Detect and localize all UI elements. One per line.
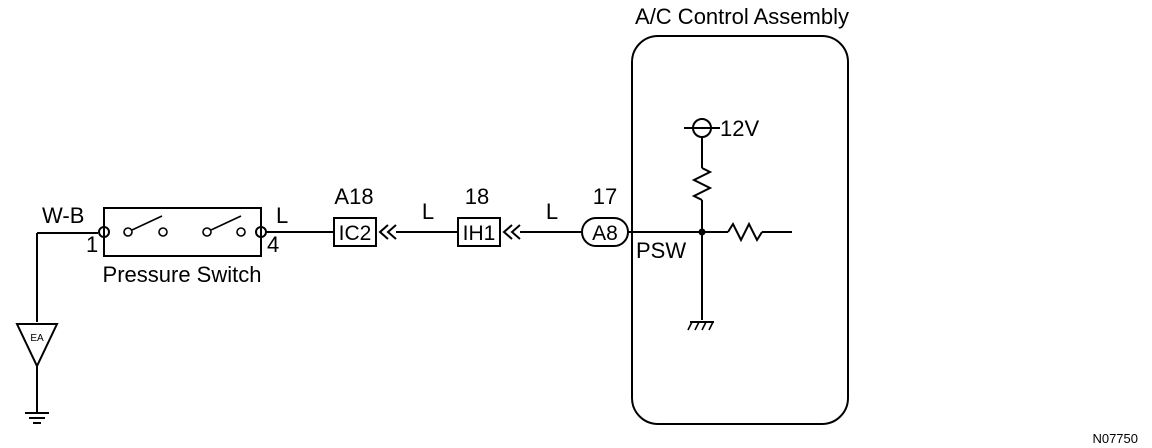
connector-a8-code: A8 [592,222,618,245]
pressure-switch-label: Pressure Switch [103,262,262,287]
connector-chevrons-icon [378,224,397,240]
internal-ground-icon [687,321,714,331]
ac-control-assembly-title: A/C Control Assembly [635,4,849,29]
ea-label: EA [30,333,44,344]
psw-signal-label: PSW [636,238,686,263]
figure-id: N07750 [1092,431,1138,446]
pin-4-label: 4 [267,232,279,257]
power-supply-icon [684,118,720,138]
connector-ih1 [457,217,501,247]
wire-wb-label: W-B [42,203,84,228]
connector-ic2-code: IC2 [339,222,372,245]
pressure-switch [98,207,267,257]
connector-ih1-code: IH1 [463,222,496,245]
connector-a18-pin: A18 [334,184,373,209]
pullup-resistor-icon [691,167,713,201]
ea-ground-point: EA [15,232,98,412]
chassis-ground-icon [25,412,49,424]
horizontal-resistor-icon [727,221,763,243]
connector-18-pin: 18 [465,184,489,209]
pin-1-label: 1 [86,232,98,257]
connector-ic2 [333,217,377,247]
ac-control-assembly-box [631,35,849,425]
wire-l-label-1: L [422,199,434,224]
connector-chevrons-icon [502,224,521,240]
wire-l-label-2: L [546,199,558,224]
connector-17-pin: 17 [593,184,617,209]
wire-l-label-switch: L [276,203,288,228]
power-12v-label: 12V [720,116,759,141]
